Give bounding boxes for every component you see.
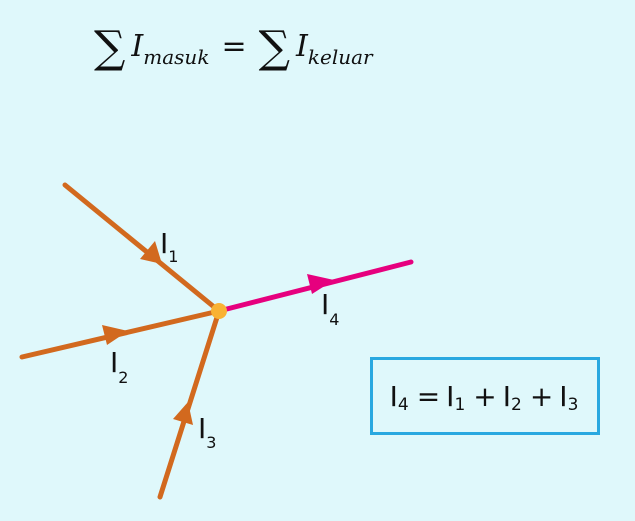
label-i2: I2 — [110, 346, 128, 387]
eq-term3: I — [559, 379, 568, 413]
eq-lhs: I — [389, 379, 398, 413]
eq-term1-sub: 1 — [454, 395, 466, 415]
arrow-i2-icon — [102, 325, 128, 345]
subscript-masuk: masuk — [143, 45, 210, 69]
arrow-i4-icon — [307, 274, 334, 294]
eq-term1: I — [446, 379, 455, 413]
label-i4: I4 — [321, 288, 339, 329]
wire-i1 — [62, 182, 222, 314]
eq-term3-sub: 3 — [567, 395, 579, 415]
wire-i3 — [157, 308, 222, 500]
eq-lhs-sub: 4 — [397, 395, 409, 415]
eq-plus-1: + — [473, 379, 497, 413]
subscript-keluar: keluar — [307, 45, 373, 69]
sigma-symbol-right: ∑ — [258, 22, 290, 73]
arrow-i1-icon — [140, 241, 162, 264]
label-i3: I3 — [198, 412, 216, 452]
sigma-symbol-left: ∑ — [94, 22, 126, 73]
kirchhoff-current-law-formula: ∑ I masuk = ∑ I keluar — [94, 20, 373, 70]
label-i1: I1 — [160, 227, 178, 266]
eq-term2: I — [502, 379, 511, 413]
junction-node — [211, 303, 227, 319]
current-variable-right: I — [296, 29, 308, 64]
arrow-i3-icon — [173, 402, 193, 425]
eq-plus-2: + — [529, 379, 554, 413]
eq-term2-sub: 2 — [511, 395, 522, 415]
equals-sign: = — [221, 29, 247, 64]
eq-equals: = — [416, 379, 441, 413]
current-variable-left: I — [131, 29, 144, 64]
